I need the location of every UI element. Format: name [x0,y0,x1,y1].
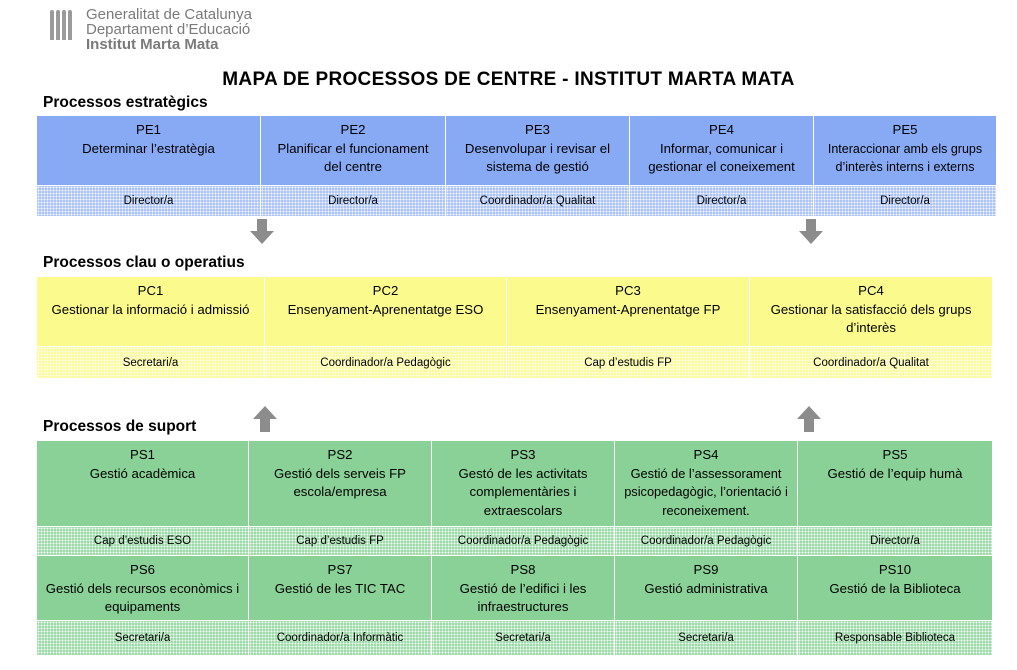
process-code: PC4 [858,283,884,298]
process-owner-ps9: Secretari/a [615,621,797,655]
process-code: PS6 [130,562,155,577]
process-code: PS3 [510,447,536,462]
org-line-3: Institut Marta Mata [86,36,219,53]
process-name: Informar, comunicar i gestionar el conei… [648,140,795,175]
process-name: Ensenyament-Aprenentatge FP [535,301,721,317]
org-line-2: Departament d’Educació [86,21,251,38]
process-name: Gestió administrativa [644,580,768,596]
process-owner-ps4: Coordinador/a Pedagògic [615,527,797,555]
process-owner-ps7: Coordinador/a Informàtic [249,621,431,655]
process-name: Desenvolupar i revisar el sistema de ges… [464,140,611,175]
key-heading: Processos clau o operatius [43,254,245,271]
process-name: Gestió dels recursos econòmics i equipam… [45,580,240,615]
process-owner-pe4: Director/a [630,186,813,216]
process-owner-pc3: Cap d’estudis FP [507,347,749,378]
process-owner-pc1: Secretari/a [37,347,264,378]
strategic-heading: Processos estratègics [43,94,208,111]
process-name: Gestió dels serveis FP escola/empresa [274,465,406,500]
process-code: PC3 [615,283,641,298]
process-name: Gestionar la satisfacció dels grups d’in… [770,301,972,336]
process-name: Gestió de les TIC TAC [274,580,406,596]
organization-name: Generalitat de Catalunya Departament d’E… [86,7,252,52]
process-code: PE3 [525,122,550,137]
org-line-1: Generalitat de Catalunya [86,6,252,23]
process-name: Planificar el funcionament del centre [277,140,429,175]
process-name: Gestó de les activitats complementàries … [458,465,588,518]
process-code: PE1 [136,122,161,137]
process-code: PS10 [878,562,912,577]
process-owner-ps10: Responsable Biblioteca [798,621,992,655]
process-code: PC2 [372,283,399,298]
process-name: Gestió de l’assessorament psicopedagògic… [624,465,788,518]
process-code: PE4 [709,122,734,137]
support-heading: Processos de suport [43,418,197,435]
arrow-up-icon [797,406,821,432]
process-code: PC1 [137,283,164,298]
page-title-text: MAPA DE PROCESSOS DE CENTRE - INSTITUT M… [222,69,795,90]
arrow-down-icon [799,219,823,244]
process-code: PS2 [327,447,353,462]
process-name: Gestió de l’edifici i les infraestructur… [459,580,587,615]
process-code: PS1 [130,447,155,462]
process-code: PS9 [693,562,719,577]
process-owner-ps8: Secretari/a [432,621,614,655]
process-owner-ps1: Cap d’estudis ESO [37,527,248,555]
process-code: PS4 [693,447,719,462]
process-owner-pe1: Director/a [37,186,260,216]
process-owner-pc4: Coordinador/a Qualitat [750,347,992,378]
arrow-up-icon [253,406,277,432]
page-title: MAPA DE PROCESSOS DE CENTRE - INSTITUT M… [0,69,1017,91]
process-owner-pc2: Coordinador/a Pedagògic [265,347,506,378]
process-name: Gestió de l’equip humà [827,465,963,481]
process-owner-ps6: Secretari/a [37,621,248,655]
generalitat-emblem-icon [50,10,72,40]
process-owner-pe3: Coordinador/a Qualitat [446,186,629,216]
process-code: PE2 [340,122,366,137]
process-name: Gestió acadèmica [89,465,196,481]
process-code: PS5 [882,447,908,462]
process-owner-ps3: Coordinador/a Pedagògic [432,527,614,555]
process-owner-pe2: Director/a [261,186,445,216]
process-name: Ensenyament-Aprenentatge ESO [287,301,484,317]
process-code: PS7 [327,562,353,577]
process-owner-ps2: Cap d’estudis FP [249,527,431,555]
organization-logo: Generalitat de Catalunya Departament d’E… [50,7,252,52]
process-owner-ps5: Director/a [798,527,992,555]
process-code: PE5 [892,122,918,137]
process-name: Interaccionar amb els grups d’interès in… [827,141,983,175]
process-code: PS8 [510,562,536,577]
process-owner-pe5: Director/a [814,186,996,216]
process-name: Gestió de la Biblioteca [829,580,961,596]
arrow-down-icon [250,219,274,244]
process-name: Determinar l’estratègia [82,140,215,156]
process-name: Gestionar la informació i admissió [51,301,250,317]
